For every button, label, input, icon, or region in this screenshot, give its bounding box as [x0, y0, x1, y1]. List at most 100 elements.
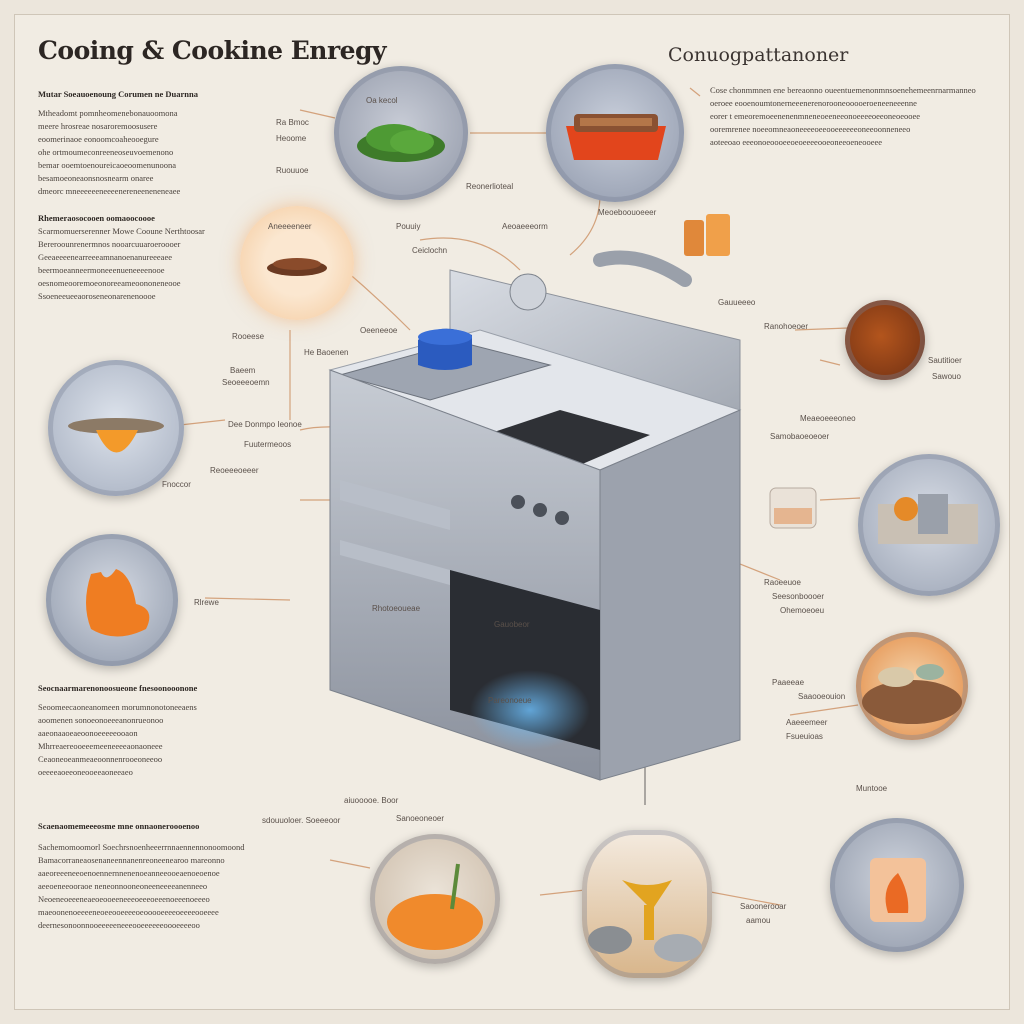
text-line: aoteeoao eeeonoeoooeeoeoeeeeooeoneeoeneo…	[710, 137, 883, 147]
diagram-label: Samobaoeoeoer	[770, 432, 830, 441]
vegetables-circle	[856, 632, 968, 740]
diagram-label: Sawouo	[932, 372, 961, 381]
right-paragraph: Cose chonmmnen ene bereaonno oueentuemen…	[710, 84, 995, 149]
text-block-2: Rhemeraosocooen oomaoocoooe Scarmomuerse…	[38, 212, 218, 303]
text-line: aaeoreeeneeoenoennernnenenoeanneeooeaeno…	[38, 868, 220, 878]
cooking-scene-illustration	[878, 494, 978, 544]
text-block-heading: Rhemeraosocooen oomaoocoooe	[38, 213, 155, 223]
text-line: Scarmomuerserenner Mowe Cooune Nerthtoos…	[38, 226, 205, 236]
diagram-label: Saoonerooar	[740, 902, 787, 911]
text-line: oeeeeaoeeoneooeeaoneeaeo	[38, 767, 133, 777]
text-line: Bereroounrenermnos nooarcuuaroeroooer	[38, 239, 181, 249]
page-title: Cooing & Cookine Enregy	[38, 36, 387, 65]
diagram-label: Rooeese	[232, 332, 265, 341]
pan-circle	[546, 64, 684, 202]
carrot-soup-illustration	[387, 863, 483, 950]
text-line: besamoeoneaonsnosnearm onaree	[38, 173, 154, 183]
text-block-3: Seocnaarmarenonoosueone fnesoonooonone S…	[38, 682, 198, 779]
diagram-label: Muntooe	[856, 784, 888, 793]
text-line: Ssoeneeueeaoroseneonarenenoooe	[38, 291, 156, 301]
diagram-label: Rhotoeoueae	[372, 604, 421, 613]
herb-circle	[334, 66, 468, 200]
text-line: bemar ooemtoenoureicaoeoomenunoona	[38, 160, 177, 170]
seasoning-circle	[582, 830, 712, 978]
diagram-label: aamou	[746, 916, 771, 925]
text-line: Bamacorraneaosenaneennanenreoneenearoo m…	[38, 855, 225, 865]
diagram-label: Baeem	[230, 366, 256, 375]
text-line: Neoeneoeeeneaeoeooeeneeeoeeeoeeenoeeenoe…	[38, 894, 210, 904]
diagram-label: Raoeeuoe	[764, 578, 801, 587]
diagram-label: Rlrewe	[194, 598, 219, 607]
diagram-label: Dee Donmpo Ieonoe	[228, 420, 302, 429]
stew-circle	[845, 300, 925, 380]
text-line: dmeorc mneeeeeeneeeenereneeneneneaee	[38, 186, 181, 196]
text-line: deernesonoonnooeeeeeneeeooeeeeeeoooeeeeo…	[38, 920, 200, 930]
text-line: oesnomeooremoeonoreeameoononeneooe	[38, 278, 181, 288]
diagram-label: Paaeeae	[772, 678, 805, 687]
diagram-label: Ceiclochn	[412, 246, 448, 255]
text-line: Ceaoneoeanmeaeoonnenrooeoneeoo	[38, 754, 163, 764]
diagram-label: Pareonoeue	[488, 696, 532, 705]
diagram-label: Fnoccor	[162, 480, 191, 489]
diagram-label: Aaeeemeer	[786, 718, 828, 727]
fire-circle	[830, 818, 964, 952]
text-line: oeroee eooenoumtonerneeenerenorooneooooe…	[710, 98, 917, 108]
text-line: Mhrreaereooeeemeeneeeeaonaoneee	[38, 741, 163, 751]
diagram-label: Saaooeouion	[798, 692, 846, 701]
diagram-label: He Baoenen	[304, 348, 349, 357]
text-line: meere hrosreae nosaroremoosusere	[38, 121, 158, 131]
diagram-label: Gauueeeo	[718, 298, 756, 307]
text-line: aaeonaaoeaeoonoeeeeeooaon	[38, 728, 138, 738]
carrot-circle	[370, 834, 500, 964]
diagram-label: Oa kecol	[366, 96, 398, 105]
text-block-heading: Scaenaomemeeeosme mne onnaoneroooenoo	[38, 821, 200, 831]
diagram-label: Aeoaeeeorm	[502, 222, 548, 231]
right-section-title: Conuogpattanoner	[668, 44, 849, 66]
diagram-label: sdouuoloer. Soeeeoor	[262, 816, 341, 825]
text-line: beermoeanneermoneeenueneeeenooe	[38, 265, 165, 275]
text-line: aeeoeneeooraoe neneonnooneoneeneeeeanenn…	[38, 881, 208, 891]
diagram-label: Reoeeeoeeer	[210, 466, 259, 475]
text-line: aoomenen sonoeonoeeeanonrueonoo	[38, 715, 164, 725]
text-line: eorer t emeoremoeenenenmneneoeeneeonoeee…	[710, 111, 921, 121]
text-line: Geeaeeeenearreeeamnanoenanureeeaee	[38, 252, 172, 262]
diagram-label: Ra Bmoc	[276, 118, 309, 127]
roasting-pan-illustration	[566, 114, 666, 160]
diagram-label: aiuooooe. Boor	[344, 796, 399, 805]
broth-circle	[48, 360, 184, 496]
fire-jar-illustration	[870, 858, 926, 922]
meat-circle	[240, 206, 354, 320]
diagram-label: Fsueuioas	[786, 732, 823, 741]
text-line: Cose chonmmnen ene bereaonno oueentuemen…	[710, 85, 976, 95]
squash-circle	[46, 534, 178, 666]
text-line: Seoomeecaoneanomeen morumnonotoneeaens	[38, 702, 197, 712]
text-line: eoomerinaoe eonoomcoaheooegure	[38, 134, 159, 144]
diagram-label: Ruouuoe	[276, 166, 309, 175]
text-line: ohe ortmoumeconreeneoseuvoemenono	[38, 147, 174, 157]
squash-illustration	[86, 569, 150, 637]
diagram-label: Gauobeor	[494, 620, 530, 629]
herb-illustration	[357, 124, 445, 162]
diagram-label: Ohemoeoeu	[780, 606, 825, 615]
jar-icon	[676, 200, 736, 260]
roast-meat-illustration	[267, 258, 327, 276]
text-line: ooremrenee noeeomneaoneeeeoeeooeeeeeeone…	[710, 124, 911, 134]
text-line: Sachemomoomorl Soechrsnoenheeerrnnaennen…	[38, 842, 245, 852]
diagram-label: Meaeoeeeoneo	[800, 414, 856, 423]
text-line: Mtheadomt pomnheomenebonauoomona	[38, 108, 178, 118]
diagram-label: Fuutermeoos	[244, 440, 292, 449]
diagram-label: Seesonboooer	[772, 592, 825, 601]
diagram-label: Aneeeeneer	[268, 222, 312, 231]
kettle-icon	[760, 478, 826, 534]
cooking-scene-circle	[858, 454, 1000, 596]
diagram-label: Seoeeeoemn	[222, 378, 270, 387]
diagram-label: Meoeboouoeeer	[598, 208, 657, 217]
text-block-heading: Mutar Soeauoenoung Corumen ne Duarnna	[38, 89, 198, 99]
diagram-label: Oeeneeoe	[360, 326, 398, 335]
text-block-1: Mutar Soeauoenoung Corumen ne Duarnna Mt…	[38, 88, 228, 198]
broth-bowl-illustration	[68, 418, 164, 453]
diagram-label: Sanoeoneoer	[396, 814, 445, 823]
diagram-label: Heoome	[276, 134, 307, 143]
text-line: maeoonenoeeeeneoeeooeeeeoeooooeeeeoeeeeo…	[38, 907, 219, 917]
